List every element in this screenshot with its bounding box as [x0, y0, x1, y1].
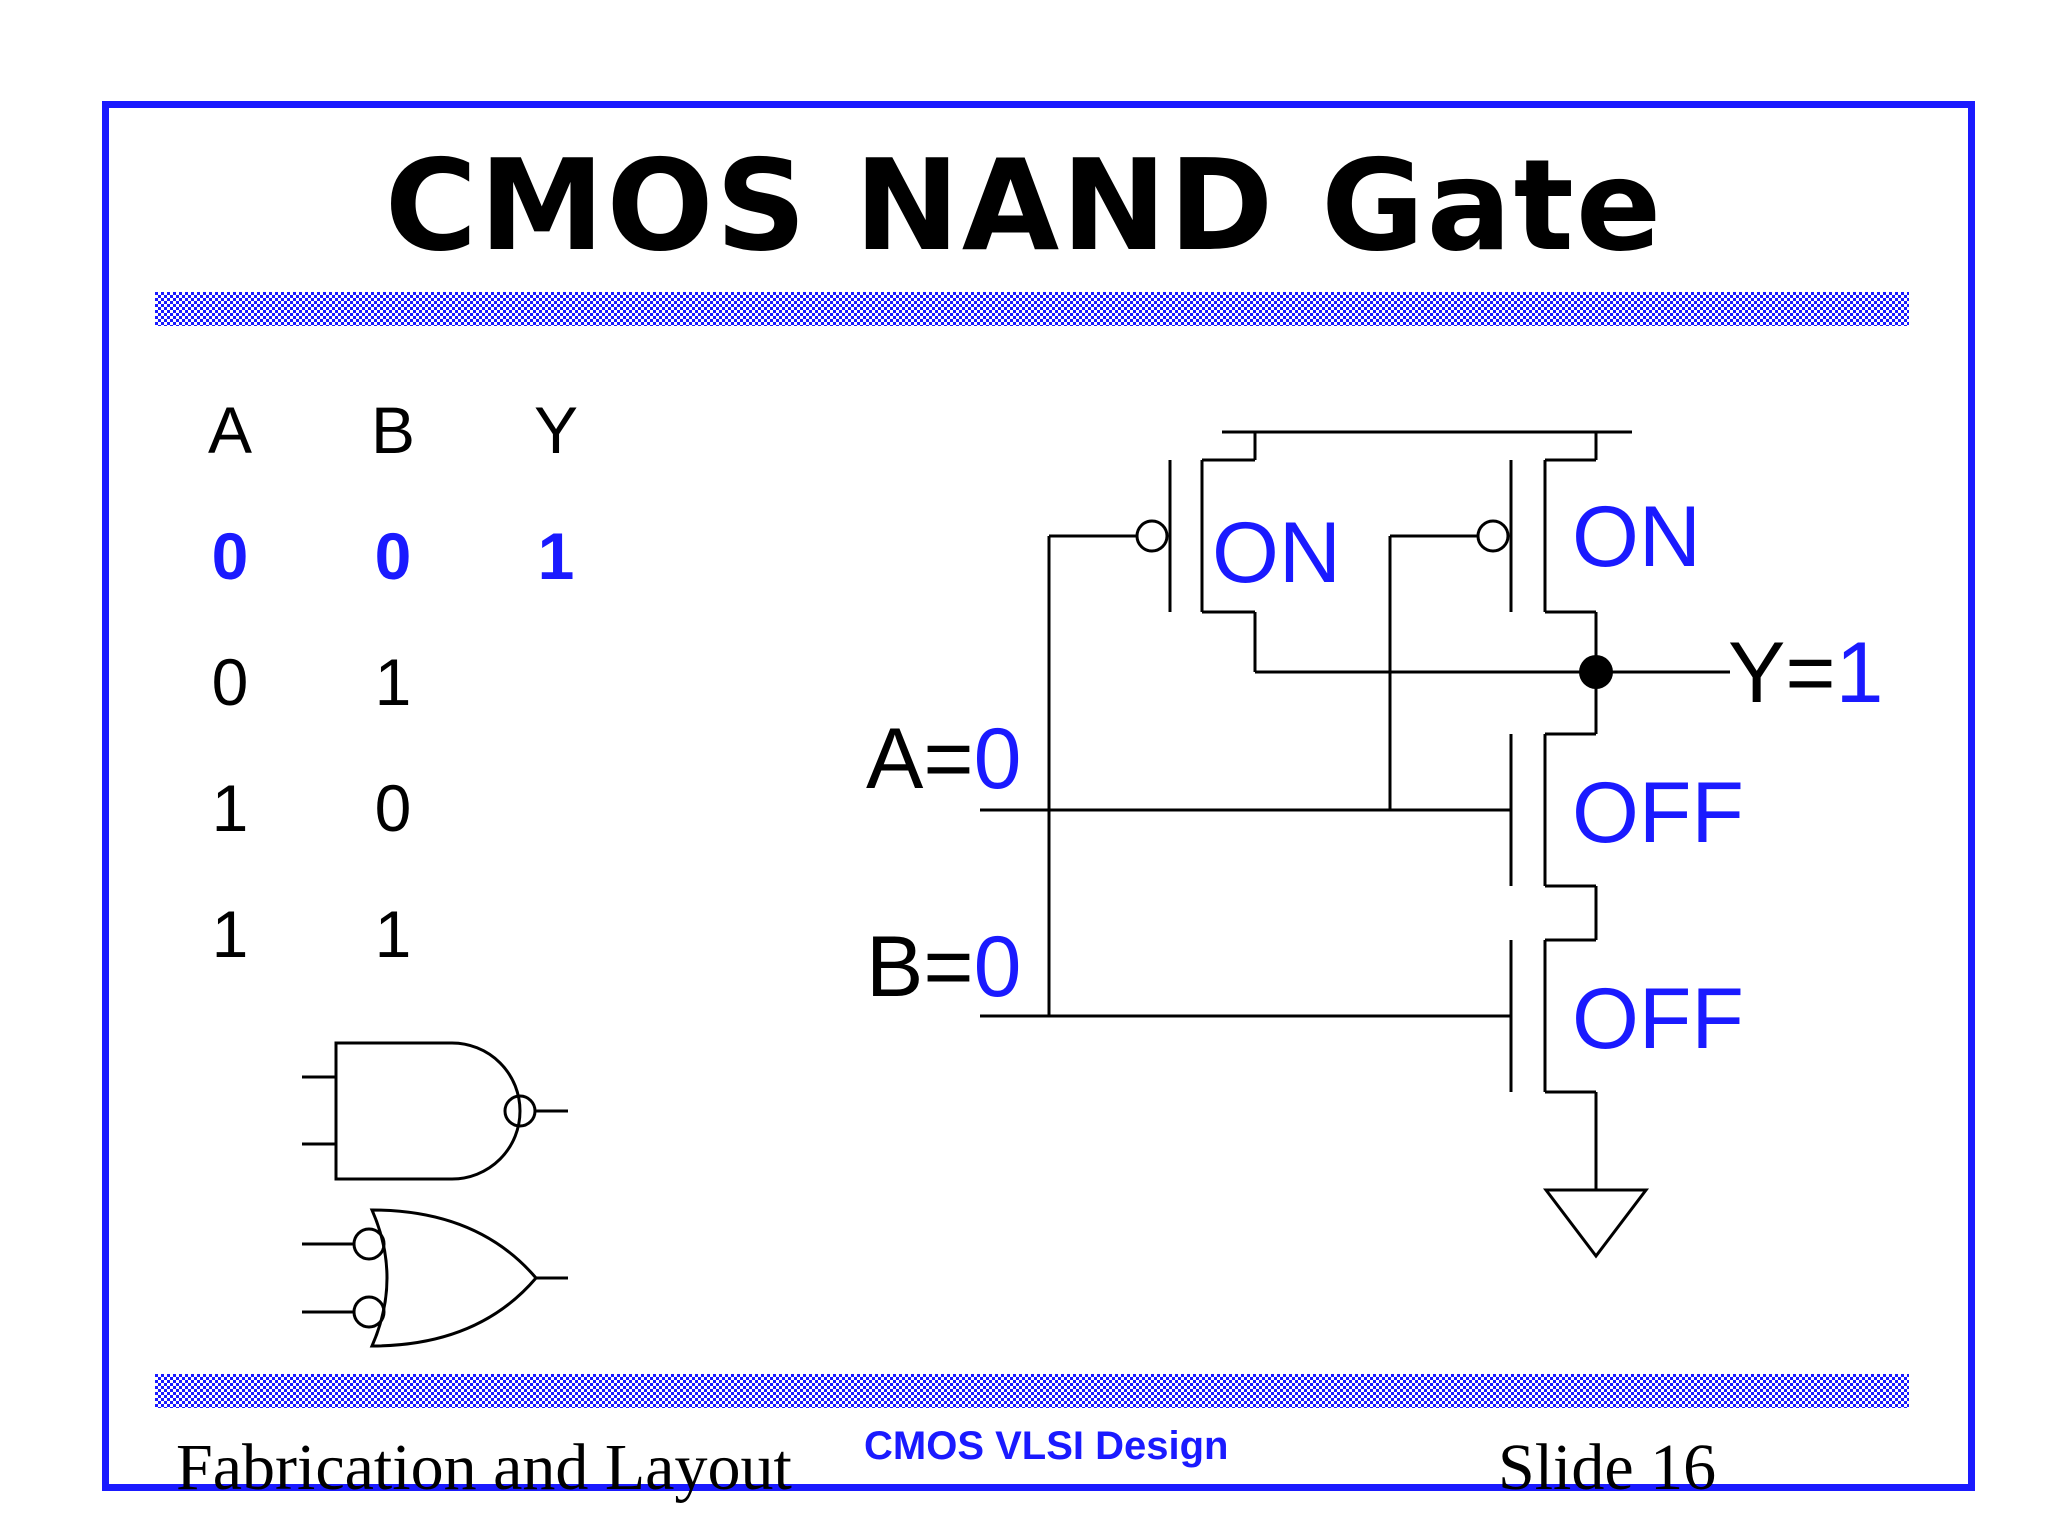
input-a-name: A=	[866, 711, 974, 807]
footer-left-text: Fabrication and Layout	[176, 1431, 792, 1504]
nmos-b-state-label: OFF	[1572, 971, 1744, 1067]
input-a-value: 0	[973, 711, 1022, 807]
output-y-label: Y=1	[1728, 630, 1883, 716]
slide-frame	[102, 101, 1975, 1491]
input-b-value: 0	[973, 919, 1022, 1015]
truth-table-header-y: Y	[533, 393, 579, 467]
truth-table-cell: 1	[211, 897, 249, 971]
truth-table-cell: 1	[374, 645, 412, 719]
output-y-value: 1	[1835, 625, 1884, 721]
output-junction-dot	[1579, 655, 1613, 689]
truth-table-cell: 0	[374, 771, 412, 845]
input-b-name: B=	[866, 919, 974, 1015]
truth-table-header-b: B	[370, 393, 416, 467]
output-y-name: Y=	[1728, 625, 1836, 721]
slide-title: CMOS NAND Gate	[384, 132, 1664, 279]
pmos-b-state-label: ON	[1572, 489, 1701, 585]
top-divider-band	[155, 292, 1909, 326]
truth-table-cell: 0	[211, 519, 249, 593]
nmos-a-state-label: OFF	[1572, 765, 1744, 861]
or-inverted-inputs-symbol	[302, 1208, 568, 1348]
pmos-a-state-label: ON	[1212, 505, 1341, 601]
truth-table-cell: 0	[211, 645, 249, 719]
truth-table-header-a: A	[207, 393, 253, 467]
footer-center-text: CMOS VLSI Design	[864, 1424, 1229, 1468]
truth-table-cell: 0	[374, 519, 412, 593]
truth-table-cell: 1	[537, 519, 575, 593]
input-a-label: A=0	[866, 716, 1021, 802]
nand-gate-symbol	[302, 1041, 568, 1181]
truth-table-cell: 1	[211, 771, 249, 845]
input-b-label: B=0	[866, 924, 1021, 1010]
footer-slide-number: Slide 16	[1498, 1431, 1717, 1504]
bottom-divider-band	[155, 1374, 1909, 1408]
truth-table-cell: 1	[374, 897, 412, 971]
